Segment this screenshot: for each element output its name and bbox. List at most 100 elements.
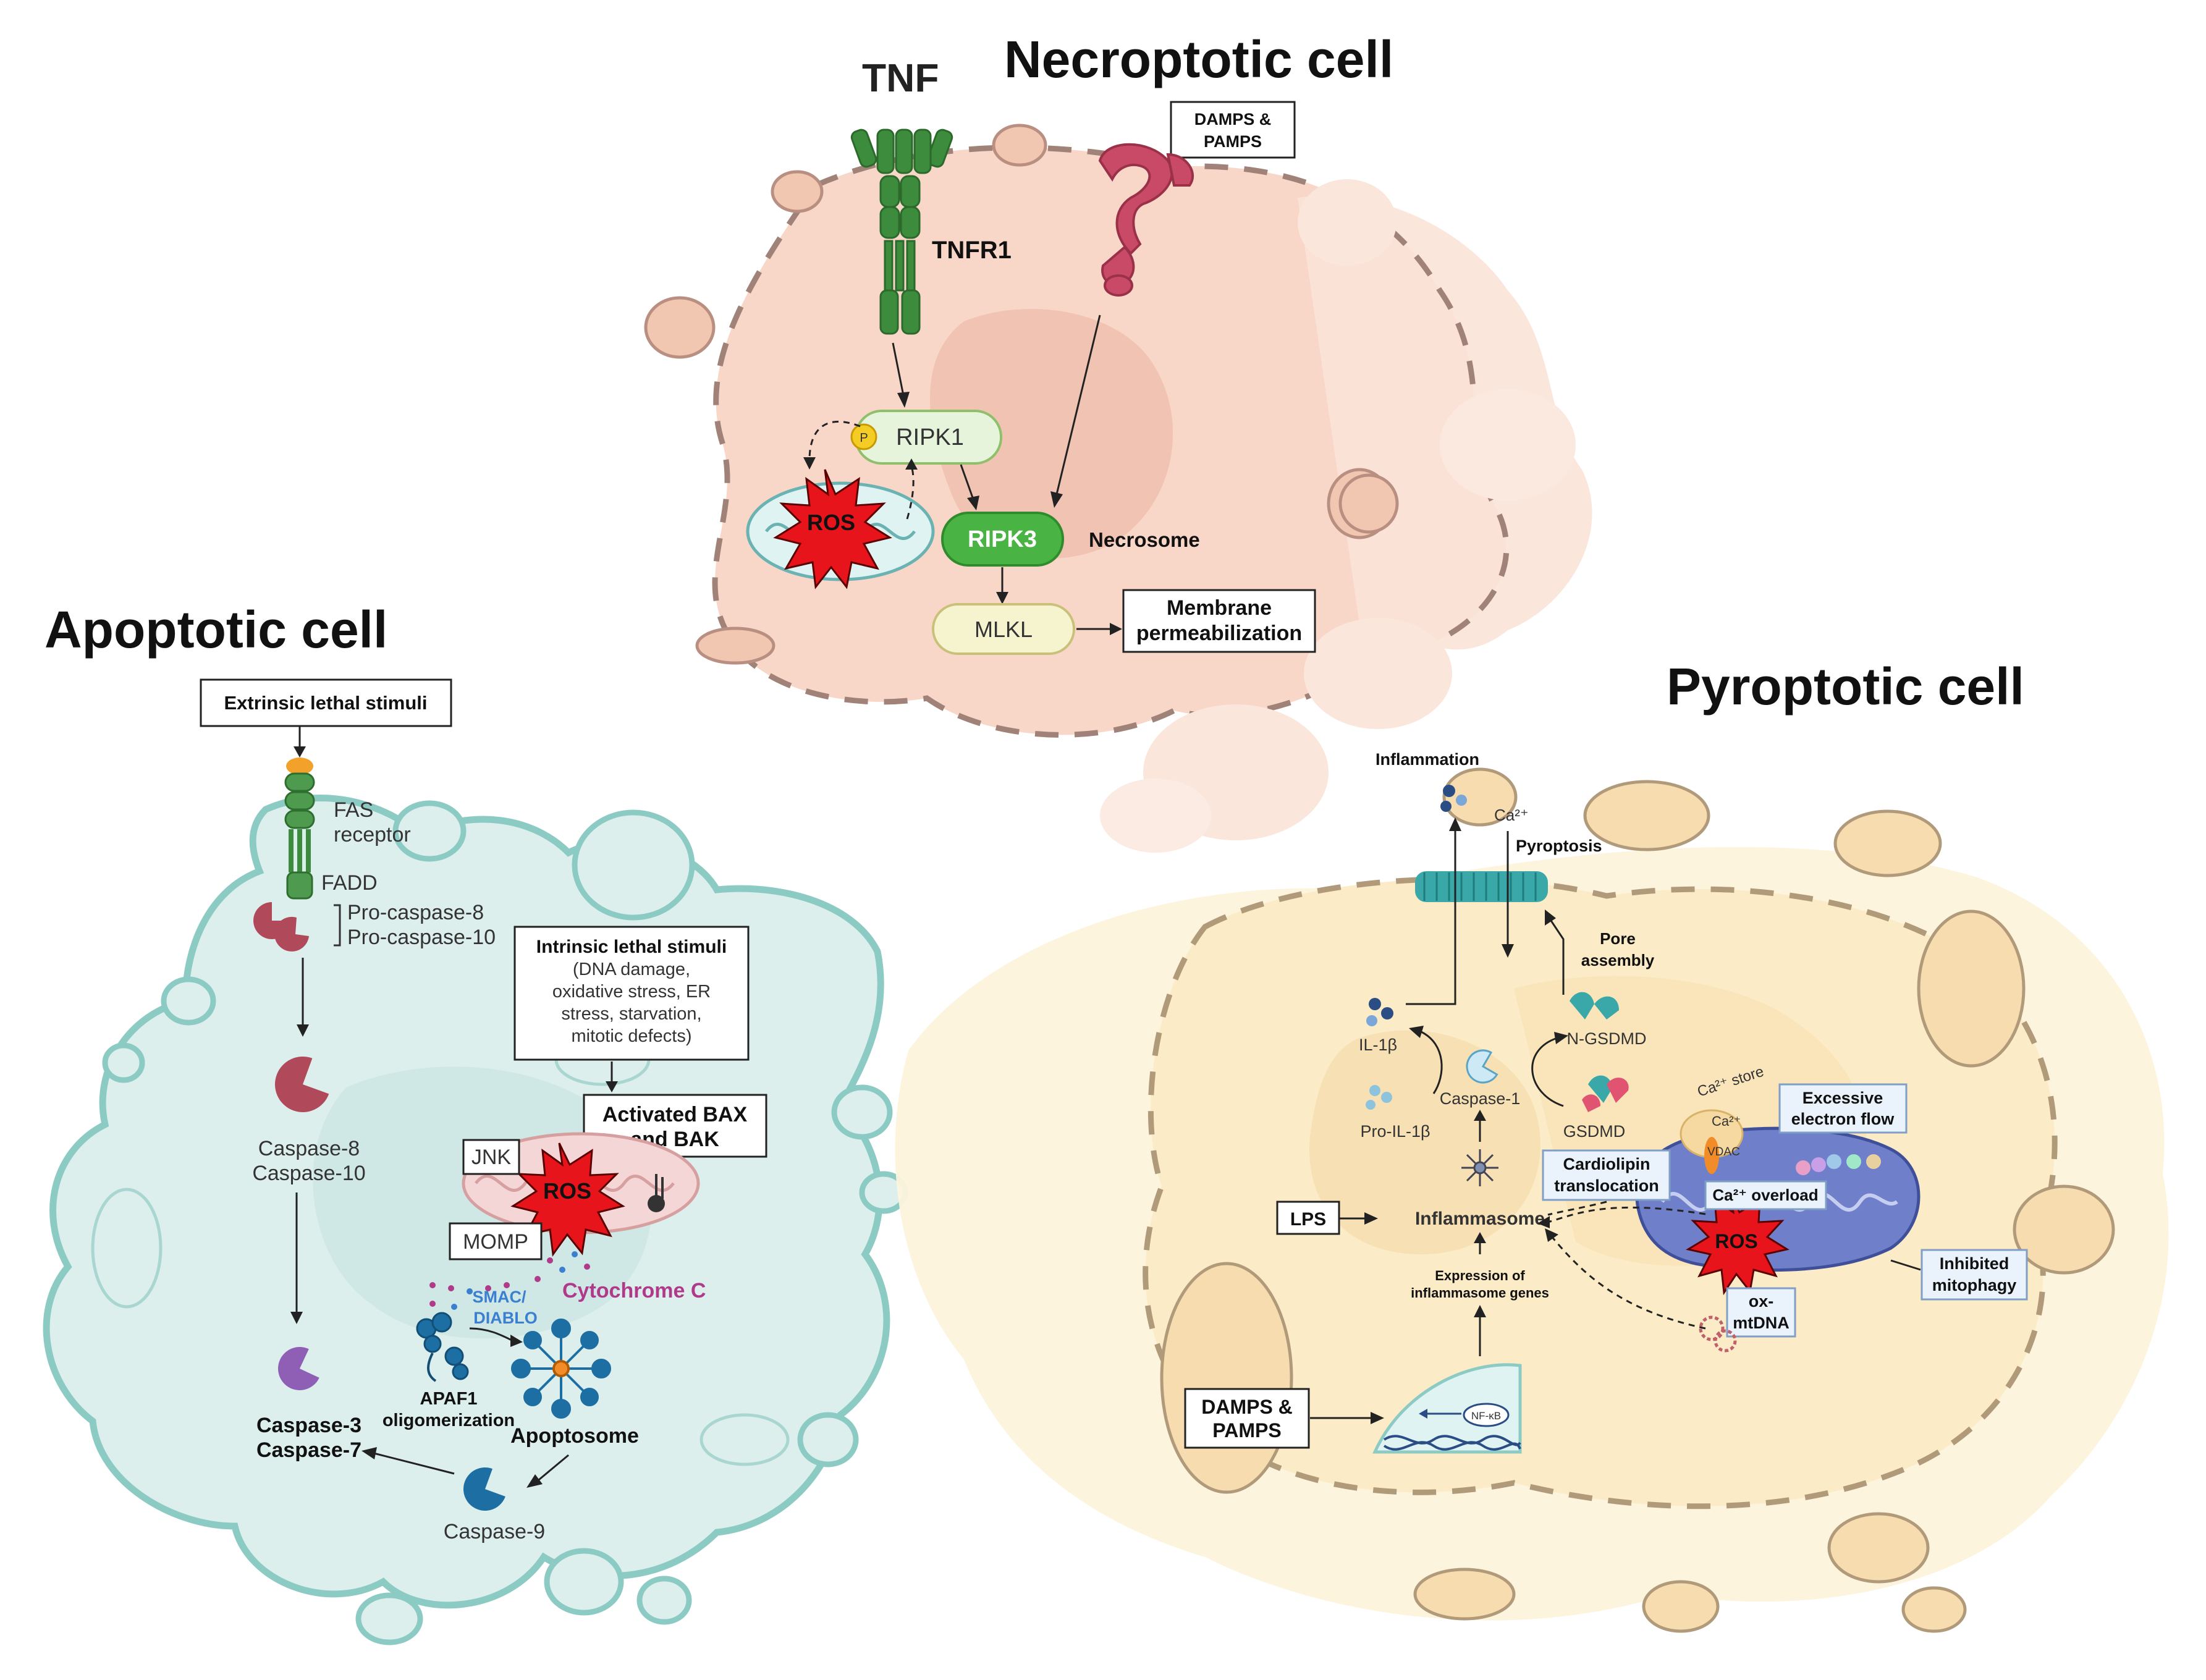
procaspase-icon — [253, 902, 309, 952]
cardiolipin-line1: Cardiolipin — [1563, 1155, 1650, 1173]
pro-il1b-icon — [1366, 1085, 1392, 1110]
casp810-line1: Caspase-8 — [258, 1137, 360, 1160]
necroptotic-vesicle — [1338, 473, 1399, 534]
bax-bak-pore-icon — [648, 1174, 665, 1212]
vdac-label: VDAC — [1707, 1146, 1740, 1159]
excessive-electron-box: Excessive electron flow — [1778, 1083, 1908, 1134]
arrowhead — [606, 1081, 618, 1092]
ox-mtdna-box: ox- mtDNA — [1726, 1287, 1796, 1338]
expression-line1: Expression of — [1435, 1268, 1525, 1283]
arrowhead — [1545, 1228, 1558, 1242]
apaf-to-apoptosome-arrow — [469, 1327, 513, 1342]
ripk1-node: P RIPK1 — [850, 410, 1002, 465]
phosphate-icon — [850, 423, 877, 450]
pyro-damps-box: DAMPS & PAMPS — [1184, 1388, 1310, 1449]
intrinsic-stimuli-box: Intrinsic lethal stimuli (DNA damage, ox… — [513, 926, 750, 1061]
excessive-line1: Excessive — [1802, 1089, 1883, 1107]
excessive-line2: electron flow — [1791, 1110, 1895, 1128]
inflammasome-label: Inflammasome — [1415, 1209, 1545, 1229]
necroptotic-vesicles — [644, 124, 1392, 665]
ripk1-label: RIPK1 — [896, 424, 964, 450]
cytochrome-release-dots — [429, 1251, 590, 1310]
intrinsic-line2: oxidative stress, ER — [552, 982, 711, 1002]
intrinsic-title: Intrinsic lethal stimuli — [536, 937, 727, 957]
arrowhead — [1474, 1305, 1486, 1317]
intrinsic-line3: stress, starvation, — [561, 1004, 701, 1024]
caspase-9-icon — [463, 1467, 505, 1511]
extrinsic-label: Extrinsic lethal stimuli — [224, 692, 427, 714]
membrane-line2: permeabilization — [1136, 622, 1302, 645]
il1b-icon — [1366, 998, 1393, 1026]
nucleus-dna-icon — [1372, 1363, 1522, 1454]
arrowhead — [1364, 1212, 1378, 1225]
arrowhead — [1554, 1032, 1568, 1044]
inflammasome-icon — [1461, 1149, 1498, 1186]
pyro-ros-label: ROS — [1715, 1230, 1757, 1252]
tnfr1-receptor-icon — [850, 129, 953, 335]
ripk3-node: RIPK3 — [941, 512, 1064, 567]
ca2-label: Ca²⁺ — [1712, 1113, 1741, 1129]
inhibited-mitophagy-box: Inhibited mitophagy — [1921, 1249, 2028, 1301]
necro-ros-burst-icon: ROS — [773, 469, 892, 589]
arrowhead — [290, 1312, 303, 1324]
jnk-box: JNK — [462, 1139, 520, 1175]
arrowhead — [1502, 944, 1514, 958]
cardiolipin-line2: translocation — [1554, 1176, 1659, 1195]
pore-line2: assembly — [1581, 951, 1655, 969]
tnfr1-label: TNFR1 — [932, 237, 1012, 264]
caspase-1-icon — [1466, 1049, 1498, 1084]
necrosome-label: Necrosome — [1089, 528, 1200, 551]
apo-ros-label: ROS — [543, 1178, 591, 1204]
apaf-line2: oligomerization — [382, 1411, 515, 1430]
inhibited-line1: Inhibited — [1940, 1254, 2009, 1273]
lps-label: LPS — [1290, 1209, 1326, 1230]
ripk1-to-ros-dotted-arrow — [808, 420, 861, 461]
apoptosome-icon — [511, 1319, 611, 1419]
ox-line1: ox- — [1749, 1292, 1774, 1311]
lps-box: LPS — [1276, 1201, 1340, 1235]
nfkb-label: NF-κB — [1471, 1410, 1501, 1422]
arrowhead — [897, 392, 910, 408]
mlkl-label: MLKL — [974, 617, 1033, 642]
pore-line1: Pore — [1600, 929, 1636, 948]
arrowhead — [1537, 1216, 1550, 1228]
casp37-line1: Caspase-3 — [256, 1414, 361, 1437]
inflammation-label: Inflammation — [1376, 750, 1479, 769]
cytokine-cluster-icon — [1440, 785, 1467, 812]
mtdna-circle-icon — [1699, 1315, 1737, 1353]
electron-transport-icons — [1796, 1154, 1881, 1175]
n-gsdmd-label: N-GSDMD — [1567, 1029, 1647, 1048]
expression-line2: inflammasome genes — [1411, 1285, 1549, 1301]
casp37-line2: Caspase-7 — [256, 1438, 361, 1462]
procaspase-bracket — [334, 904, 341, 947]
bax-line1: Activated BAX — [602, 1103, 748, 1126]
pyro-ros-burst-icon: ROS — [1686, 1192, 1790, 1296]
arrowhead — [1545, 910, 1556, 926]
necroptotic-title: Necroptotic cell — [1004, 30, 1393, 88]
casp810-line2: Caspase-10 — [252, 1162, 365, 1185]
intrinsic-line4: mitotic defects) — [572, 1026, 692, 1046]
intrinsic-line1: (DNA damage, — [573, 960, 690, 979]
necro-damps-line1: DAMPS & — [1194, 110, 1272, 129]
gasdermin-pore-icon — [1415, 871, 1548, 902]
apoptotic-panel: Apoptotic cell Extrinsic lethal stimuli … — [43, 601, 908, 1645]
ripk1-to-ripk3-arrow — [960, 464, 974, 500]
jnk-label: JNK — [471, 1146, 512, 1169]
apoptosome-label: Apoptosome — [510, 1424, 639, 1448]
fas-receptor-icon — [284, 758, 315, 900]
ca-label: Ca²⁺ — [1494, 806, 1529, 824]
pyroptotic-title: Pyroptotic cell — [1667, 657, 2024, 715]
calcium-store-icon — [1680, 1109, 1744, 1174]
pyro-damps-line1: DAMPS & — [1201, 1396, 1293, 1418]
necroptotic-membrane-blebs — [1100, 179, 1576, 853]
mitophagy-connector — [1890, 1259, 1921, 1271]
apoptotic-title: Apoptotic cell — [44, 601, 387, 659]
arrowhead — [1449, 817, 1461, 831]
momp-label: MOMP — [463, 1230, 528, 1254]
arrowhead — [1050, 491, 1063, 508]
pyroptotic-vesicles — [1160, 767, 2115, 1633]
arrowhead — [297, 1024, 309, 1037]
pro-il1b-label: Pro-IL-1β — [1360, 1122, 1430, 1141]
arrowhead — [1110, 623, 1122, 635]
